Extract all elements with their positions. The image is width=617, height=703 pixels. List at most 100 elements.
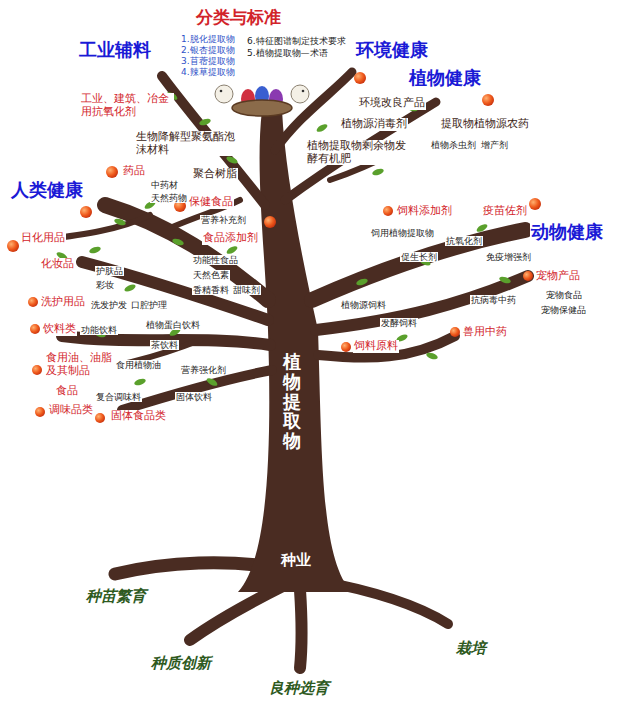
leaf <box>133 377 146 386</box>
leaf-label: 中药材 <box>150 180 179 190</box>
leaf-label: 复合调味料 <box>95 392 142 402</box>
nest <box>215 85 309 116</box>
root-label: 良种选育 <box>268 680 330 697</box>
fruit <box>529 198 541 210</box>
product-label: 工业、建筑、冶金用抗氧化剂 <box>80 93 174 118</box>
root <box>190 585 285 640</box>
fruit <box>523 271 533 281</box>
leaves <box>55 91 511 388</box>
category-heading: 环境健康 <box>355 40 429 61</box>
bird-eye <box>302 90 305 93</box>
category-heading: 动物健康 <box>530 222 604 243</box>
fruit <box>341 342 351 352</box>
leaf-label: 护肤品 <box>95 266 124 276</box>
leaf <box>123 283 136 293</box>
standard-item: 3.苜蓿提取物 <box>180 56 236 66</box>
fruit <box>354 72 366 84</box>
category-heading: 工业辅料 <box>78 40 152 61</box>
leaf-label: 抗氧化剂 <box>445 236 483 246</box>
nest-bowl <box>232 100 292 116</box>
fruit <box>482 94 494 106</box>
leaf-label: 功能性食品 <box>192 255 239 265</box>
leaf-label: 口腔护理 <box>130 300 168 310</box>
product-label: 食用油、油脂及其制品 <box>45 352 115 377</box>
leaf <box>225 245 238 256</box>
leaf-label: 植物源饲料 <box>340 300 387 310</box>
leaf-label: 天然色素 <box>192 270 230 280</box>
root <box>300 590 302 668</box>
leaf-label: 植物蛋白饮料 <box>145 320 201 330</box>
product-label: 生物降解型聚氨酯泡沫材料 <box>135 131 239 156</box>
product-label: 洗护用品 <box>40 296 86 309</box>
leaf <box>315 123 328 134</box>
leaf-label: 增产剂 <box>480 140 509 150</box>
leaf <box>498 275 511 284</box>
leaf-label: 茶饮料 <box>150 340 179 350</box>
product-label: 食品 <box>55 385 79 398</box>
fruit <box>28 297 38 307</box>
leaf <box>371 167 384 176</box>
fruit <box>7 240 19 252</box>
root-label: 栽培 <box>455 640 487 657</box>
product-label: 疫苗佐剂 <box>482 205 528 218</box>
product-label: 环境改良产品 <box>358 97 426 110</box>
product-label: 调味品类 <box>48 404 94 417</box>
leaf <box>475 223 488 234</box>
category-heading: 植物健康 <box>408 68 482 89</box>
fruit <box>264 216 276 228</box>
leaf-label: 功能饮料 <box>80 325 118 335</box>
fruit <box>30 324 40 334</box>
leaf-label: 固体饮料 <box>175 392 213 402</box>
branch <box>285 102 436 200</box>
leaf-label: 洗发护发 <box>90 300 128 310</box>
standard-item: 1.脱化提取物 <box>180 34 236 44</box>
product-label: 食品添加剂 <box>202 232 259 245</box>
product-label: 兽用中药 <box>462 326 508 339</box>
root-label: 种苗繁育 <box>85 588 147 605</box>
leaf-label: 食用植物油 <box>115 360 162 370</box>
standard-item: 2.银杏提取物 <box>180 45 236 55</box>
trunk-label: 植物提取物 <box>283 352 301 451</box>
product-label: 宠物产品 <box>535 270 581 283</box>
fruit <box>32 365 42 375</box>
product-label: 植物源消毒剂 <box>340 118 408 131</box>
product-label: 饮料类 <box>42 323 77 336</box>
leaf-label: 促生长剂 <box>400 252 438 262</box>
leaf <box>425 351 438 360</box>
product-label: 提取物植物源农药 <box>440 118 530 131</box>
leaf-label: 宠物保健品 <box>540 305 587 315</box>
leaf <box>88 245 101 254</box>
product-label: 饲料添加剂 <box>396 205 453 218</box>
product-label: 聚合树脂 <box>192 168 238 181</box>
product-label: 饲料原料 <box>353 340 399 353</box>
leaf-label: 发酵饲料 <box>380 318 418 328</box>
standard-item: 6.特征图谱制定技术要求 <box>246 36 347 46</box>
product-label: 药品 <box>122 165 146 178</box>
leaf <box>355 277 368 286</box>
trunk-label: 种业 <box>280 552 312 569</box>
product-label: 日化用品 <box>20 232 66 245</box>
leaf-label: 天然药物 <box>150 193 188 203</box>
standard-item: 5.植物提取物—术语 <box>246 48 329 58</box>
leaf-label: 免疫增强剂 <box>485 252 532 262</box>
fruit <box>106 166 118 178</box>
product-label: 保健食品 <box>188 196 234 209</box>
fruit <box>80 206 92 218</box>
branch <box>316 276 528 330</box>
leaf-label: 植物杀虫剂 <box>430 140 477 150</box>
product-label: 植物提取物剩余物发酵有机肥 <box>306 140 410 165</box>
leaf-label: 饲用植物提取物 <box>370 228 435 238</box>
leaf-label: 香精香料 <box>192 285 230 295</box>
leaf-label: 营养强化剂 <box>180 365 227 375</box>
fruit <box>95 413 105 423</box>
bird <box>291 85 309 103</box>
leaf-label: 甜味剂 <box>232 285 261 295</box>
leaf <box>198 117 211 126</box>
branch <box>122 370 272 410</box>
standard-item: 4.辣草提取物 <box>180 67 236 77</box>
fruit <box>383 206 393 216</box>
fruits <box>7 72 541 423</box>
bird-eye <box>220 90 223 93</box>
leaf-label: 宠物食品 <box>545 290 583 300</box>
